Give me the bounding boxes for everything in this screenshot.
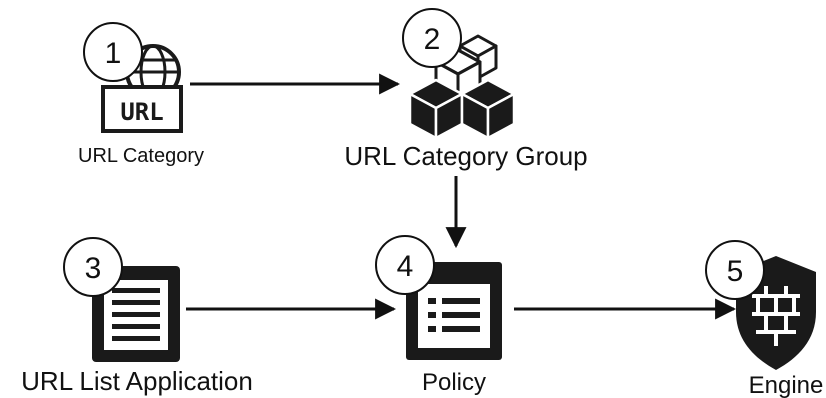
node-url-list-application: 3 URL List Application (21, 237, 253, 396)
node-label-url-list-application: URL List Application (21, 366, 253, 396)
step-badge-5: 5 (705, 240, 765, 300)
node-url-category: URL 1 URL Category (78, 22, 204, 167)
node-engine: 5 Engine (705, 240, 824, 398)
node-label-url-category-group: URL Category Group (344, 141, 587, 171)
node-policy: 4 Policy (375, 235, 502, 396)
step-number-4: 4 (397, 250, 414, 283)
node-url-category-group: 2 URL Category Group (344, 8, 588, 171)
node-label-url-category: URL Category (78, 145, 204, 167)
step-number-3: 3 (85, 252, 102, 285)
node-label-engine: Engine (749, 372, 824, 398)
svg-text:URL: URL (120, 98, 163, 126)
step-number-1: 1 (105, 37, 122, 70)
step-badge-2: 2 (402, 8, 462, 68)
step-badge-3: 3 (63, 237, 123, 297)
step-number-2: 2 (424, 23, 441, 56)
policy-window-icon (406, 262, 502, 360)
step-badge-4: 4 (375, 235, 435, 295)
node-label-policy: Policy (422, 369, 486, 396)
edges (186, 73, 737, 320)
document-list-icon (92, 266, 180, 362)
cubes-icon (408, 34, 516, 140)
step-number-5: 5 (727, 255, 744, 288)
step-badge-1: 1 (83, 22, 143, 82)
